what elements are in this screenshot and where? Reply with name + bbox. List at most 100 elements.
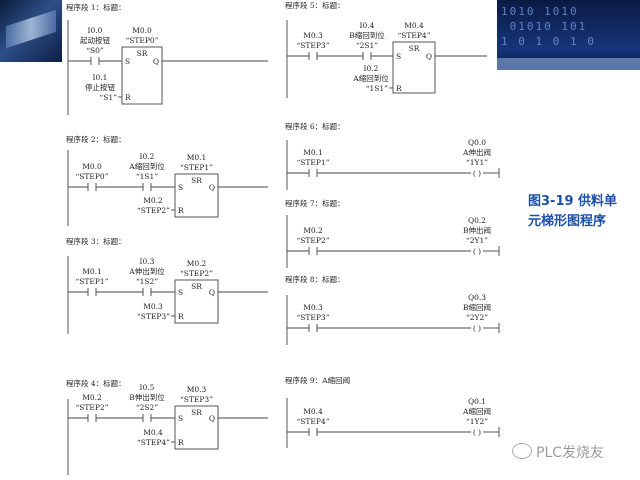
box-type-label: SR [191,176,202,185]
network-title: 程序段 2：标题： [66,134,126,144]
reset-operand-label: “STEP2” [137,206,170,215]
coil-label: “2Y1” [466,236,488,245]
network-title: 程序段 3：标题： [66,236,126,246]
box-type-label: SR [137,49,148,58]
network-title: 程序段 1：标题： [66,2,126,12]
coil-label: Q0.1 [468,397,486,406]
reset-operand-label: M0.3 [143,302,163,311]
wechat-icon [512,443,532,459]
contact-label: M0.0 [82,162,102,171]
coil-label: “1Y2” [466,417,488,426]
output-pin-label: Q [209,183,215,192]
box-operand-label: “STEP1” [180,163,213,172]
contact-label: M0.4 [303,407,323,416]
reset-operand-label: “S1” [99,93,117,102]
network-title: 程序段 4：标题： [66,378,126,388]
contact-label: 起动按钮 [80,35,110,45]
coil-label: B伸出阀 [463,225,491,235]
sr-flipflop-box [174,405,219,450]
output-pin-label: Q [209,414,215,423]
box-operand-label: “STEP4” [397,31,430,40]
header-decoration-image [0,0,62,62]
contact-label: “STEP2” [296,236,329,245]
contact-label: I0.4 [360,21,375,30]
box-type-label: SR [191,282,202,291]
contact-label: B伸出到位 [129,392,165,402]
set-pin-label: S [125,57,130,66]
reset-operand-label: “1S1” [366,84,389,93]
coil-label: “1Y1” [466,158,488,167]
binary-banner-image: 1010 1010 01010 101 1 0 1 0 1 0 [497,0,640,70]
box-operand-label: M0.4 [404,21,424,30]
caption-line-1: 图3-19 供料单 [528,194,618,209]
box-operand-label: M0.1 [187,153,207,162]
reset-pin-label: R [178,438,184,447]
reset-operand-label: 停止按钮 [85,82,115,92]
sr-flipflop-box [121,46,163,105]
output-pin-label: Q [153,57,159,66]
coil-label: Q0.2 [468,216,486,225]
box-operand-label: “STEP0” [125,36,158,45]
reset-pin-label: R [178,206,184,215]
coil-label: “2Y2” [466,313,488,322]
contact-label: “2S2” [136,403,159,412]
reset-pin-label: R [178,312,184,321]
contact-label: B缩回到位 [349,30,385,40]
reset-operand-label: I0.2 [364,64,379,73]
contact-label: I0.2 [140,152,155,161]
contact-label: M0.1 [82,267,102,276]
coil-label: A伸出阀 [462,147,491,157]
contact-label: “STEP0” [75,172,108,181]
contact-label: “STEP1” [75,277,108,286]
output-pin-label: Q [209,288,215,297]
reset-operand-label: “STEP3” [137,312,170,321]
watermark: PLC发烧友 [512,442,604,462]
contact-label: “1S1” [136,172,159,181]
network-title: 程序段 9：A缩回阀 [285,375,350,385]
contact-label: M0.1 [303,148,323,157]
sr-flipflop-box [174,173,219,218]
reset-pin-label: R [125,93,131,102]
output-pin-label: Q [426,52,432,61]
network-title: 程序段 7：标题： [285,198,345,208]
watermark-text: PLC发烧友 [536,445,605,461]
contact-label: “STEP4” [296,417,329,426]
contact-label: “STEP3” [296,41,329,50]
coil-icon: ( ) [473,169,481,178]
contact-label: I0.5 [140,383,155,392]
contact-label: “STEP3” [296,313,329,322]
box-operand-label: M0.0 [132,26,152,35]
contact-label: “STEP1” [296,158,329,167]
box-operand-label: M0.2 [187,259,207,268]
reset-operand-label: M0.2 [143,196,163,205]
coil-label: Q0.0 [468,138,486,147]
contact-label: M0.2 [303,226,323,235]
set-pin-label: S [178,414,183,423]
caption-line-2: 元梯形图程序 [528,214,607,229]
box-operand-label: M0.3 [187,385,207,394]
contact-label: M0.2 [82,393,102,402]
reset-operand-label: I0.1 [93,73,108,82]
coil-icon: ( ) [473,324,481,333]
box-type-label: SR [191,408,202,417]
contact-label: “1S2” [136,277,159,286]
contact-label: I0.0 [88,26,103,35]
box-type-label: SR [409,44,420,53]
contact-label: “STEP2” [75,403,108,412]
reset-pin-label: R [396,84,402,93]
network-title: 程序段 5：标题： [285,0,345,10]
box-operand-label: “STEP3” [180,395,213,404]
contact-label: A缩回到位 [128,161,165,171]
figure-caption: 图3-19 供料单 元梯形图程序 [528,192,636,232]
set-pin-label: S [396,52,401,61]
coil-label: Q0.3 [468,293,486,302]
coil-label: B缩回阀 [463,302,491,312]
